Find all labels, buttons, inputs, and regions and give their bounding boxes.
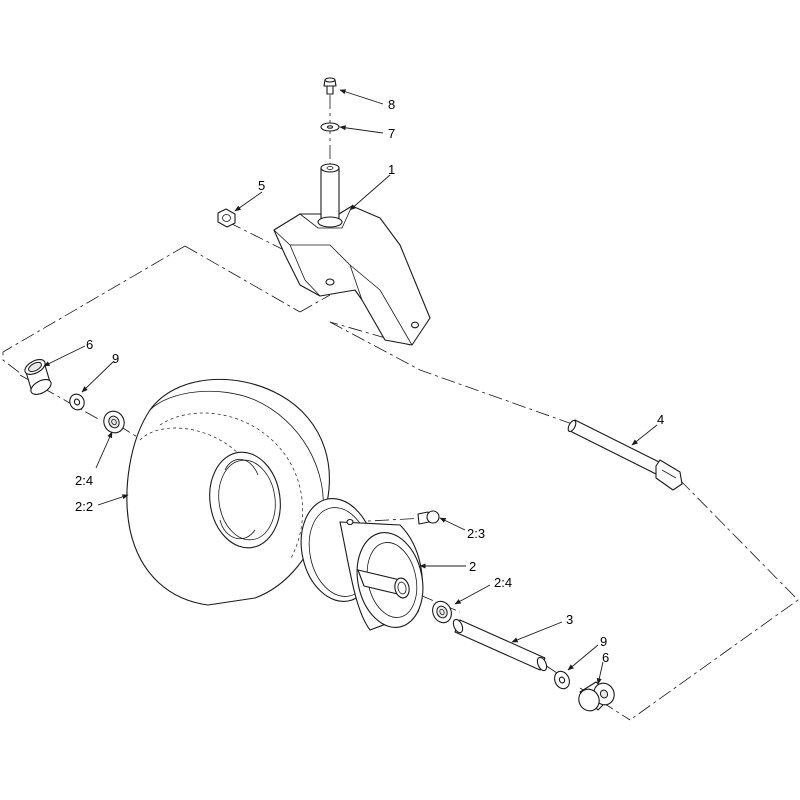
washer-part-9-right [554,670,570,690]
leader-lines [43,89,658,685]
spacer-part-6-left [24,359,52,395]
callout-2-3: 2:3 [467,526,485,541]
bolt-part-8 [323,77,337,95]
rim-part-2 [300,498,424,631]
callout-2: 2 [469,559,476,574]
long-bolt-part-4 [567,419,683,491]
callout-2-4-left: 2:4 [75,473,93,488]
spacer-part-6-right [578,681,615,712]
callout-8: 8 [388,97,395,112]
callout-5: 5 [258,178,265,193]
callout-1: 1 [388,162,395,177]
callout-2-2: 2:2 [75,499,93,514]
callout-7: 7 [388,126,395,141]
callout-9-left: 9 [112,351,119,366]
callout-labels: 8 7 1 5 6 9 4 2:4 2:2 2:3 2 2:4 3 9 6 [75,97,664,665]
washer-part-9-left [69,393,85,411]
callout-2-4-right: 2:4 [494,575,512,590]
callout-9-right: 9 [600,634,607,649]
callout-6-left: 6 [86,337,93,352]
grease-fitting-part-2-3 [417,510,440,525]
callout-3: 3 [566,612,573,627]
bearing-part-2-4-right [432,600,452,624]
washer-part-7 [320,122,340,132]
callout-4: 4 [657,412,664,427]
callout-6-right: 6 [602,650,609,665]
nut-part-5 [217,208,236,228]
axle-tube-part-3 [452,618,548,672]
bearing-part-2-4-left [103,410,125,434]
fork-bracket-part-1 [273,163,431,346]
tire-part-2-2 [126,378,330,606]
